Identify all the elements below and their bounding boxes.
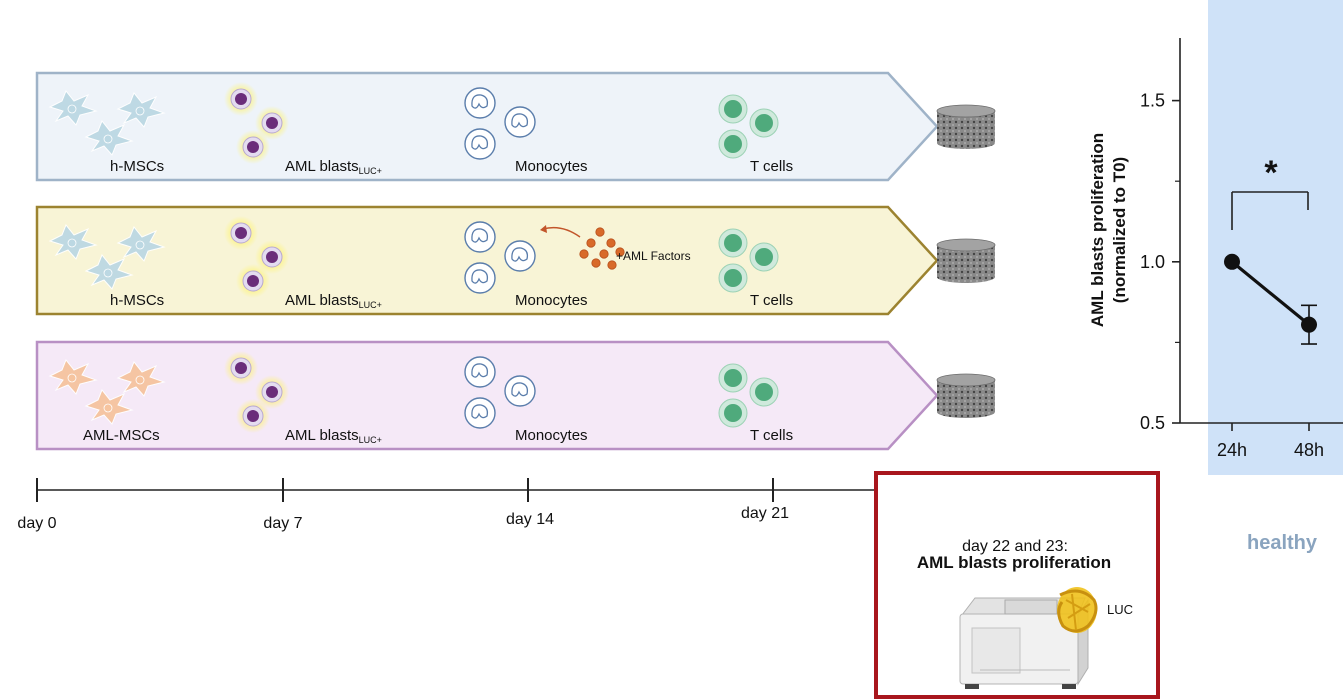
scaffold-3 (936, 373, 996, 418)
t-cell-3-c (718, 398, 748, 428)
blast-cell-1-c (236, 130, 270, 164)
monocyte-3-c (464, 397, 496, 429)
row-2-blasts-subscript: LUC+ (359, 300, 382, 310)
row-1-blasts-label: AML blastsLUC+ (285, 158, 382, 176)
timeline: day 0 day 7 day 14 day 21 (17, 478, 928, 532)
proliferation-chart: AML blasts proliferation (normalized to … (1088, 38, 1343, 554)
msc-cell-1-a (48, 90, 98, 126)
row-1-monocytes-label: Monocytes (515, 158, 588, 175)
monocyte-1-a (464, 87, 496, 119)
luciferase-protein-icon (1057, 587, 1098, 633)
readout-title: AML blasts proliferation (917, 553, 1111, 572)
row-3-blasts-subscript: LUC+ (359, 435, 382, 445)
msc-cell-3-c (84, 389, 134, 425)
x-tick-label-0: 24h (1217, 440, 1247, 460)
row-1-msc-label: h-MSCs (110, 158, 164, 175)
aml-factors-icon (579, 227, 625, 270)
blast-cell-2-b (255, 240, 289, 274)
scaffold-1 (936, 104, 996, 149)
timeline-day7-label: day 7 (263, 515, 302, 532)
monocyte-3-b (504, 375, 536, 407)
msc-cell-3-b (116, 361, 166, 397)
monocyte-2-c (464, 262, 496, 294)
row-2-tcells-label: T cells (750, 292, 793, 309)
timeline-day21-label: day 21 (741, 505, 789, 522)
row-3-msc-label: AML-MSCs (83, 427, 160, 444)
timeline-day14-label: day 14 (506, 511, 554, 528)
msc-cell-2-a (48, 224, 98, 260)
row-2-monocytes-label: Monocytes (515, 292, 588, 309)
condition-row-3: AML-MSCs AML blastsLUC+ Monocytes T cells (35, 340, 996, 451)
condition-row-1: h-MSCs AML blastsLUC+ Monocytes T cells (35, 71, 996, 182)
y-tick-label-2: 1.5 (1140, 91, 1165, 111)
timeline-day0-label: day 0 (17, 515, 56, 532)
y-tick-label-0: 0.5 (1140, 413, 1165, 433)
t-cell-2-c (718, 263, 748, 293)
row-3-blasts-label: AML blastsLUC+ (285, 427, 382, 445)
data-point-0 (1224, 253, 1240, 270)
y-tick-label-1: 1.0 (1140, 252, 1165, 272)
row-2-msc-label: h-MSCs (110, 292, 164, 309)
row-3-blasts-text: AML blasts (285, 427, 359, 444)
chart-panel-background (1208, 0, 1343, 475)
blast-cell-3-a (224, 351, 258, 385)
row-1-tcells-label: T cells (750, 158, 793, 175)
t-cell-2-b (749, 242, 779, 272)
msc-cell-3-a (48, 359, 98, 395)
msc-cell-1-b (116, 92, 166, 128)
msc-cell-2-b (116, 226, 166, 262)
series-line (1230, 260, 1311, 326)
row-1-blasts-subscript: LUC+ (359, 166, 382, 176)
msc-cell-1-c (84, 120, 134, 156)
group-label: healthy (1247, 532, 1318, 554)
t-cell-3-a (718, 363, 748, 393)
t-cell-1-a (718, 94, 748, 124)
msc-cell-2-c (84, 254, 134, 290)
significance-star: * (1264, 154, 1278, 192)
row-3-tcells-label: T cells (750, 427, 793, 444)
aml-factors-label: +AML Factors (616, 249, 691, 263)
monocyte-2-b (504, 240, 536, 272)
monocyte-1-c (464, 128, 496, 160)
row-1-blasts-text: AML blasts (285, 158, 359, 175)
chart-ylabel-line1: AML blasts proliferation (1088, 133, 1107, 327)
blast-cell-2-c (236, 264, 270, 298)
x-tick-label-1: 48h (1294, 440, 1324, 460)
chart-ylabel: AML blasts proliferation (normalized to … (1088, 133, 1129, 327)
blast-cell-1-a (224, 82, 258, 116)
blast-cell-2-a (224, 216, 258, 250)
readout-box: day 22 and 23: AML blasts proliferation … (874, 471, 1160, 699)
t-cell-1-c (718, 129, 748, 159)
row-2-blasts-label: AML blastsLUC+ (285, 292, 382, 310)
condition-row-2: h-MSCs AML blastsLUC+ Monocytes T cells +AML… (35, 205, 996, 316)
blast-cell-1-b (255, 106, 289, 140)
t-cell-1-b (749, 108, 779, 138)
row-2-blasts-text: AML blasts (285, 292, 359, 309)
scaffold-2 (936, 238, 996, 283)
readout-day-label: day 22 and 23: (962, 538, 1068, 555)
t-cell-2-a (718, 228, 748, 258)
blast-cell-3-b (255, 375, 289, 409)
row-3-monocytes-label: Monocytes (515, 427, 588, 444)
blast-cell-3-c (236, 399, 270, 433)
chart-ylabel-line2: (normalized to T0) (1110, 157, 1129, 303)
monocyte-1-b (504, 106, 536, 138)
t-cell-3-b (749, 377, 779, 407)
monocyte-2-a (464, 221, 496, 253)
data-point-1 (1301, 316, 1317, 333)
monocyte-3-a (464, 356, 496, 388)
luc-label: LUC (1107, 602, 1133, 617)
